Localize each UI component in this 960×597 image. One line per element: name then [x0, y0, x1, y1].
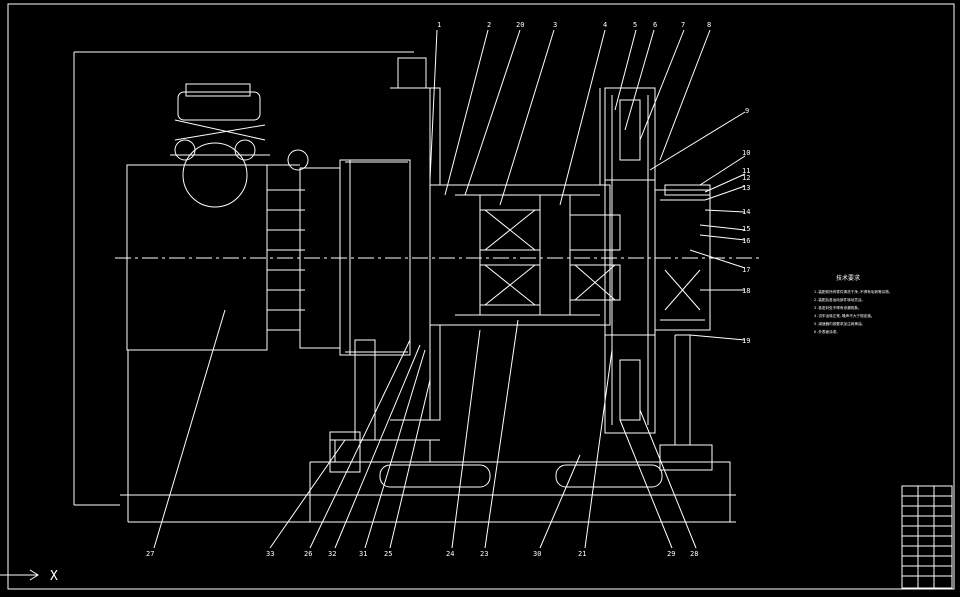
balloon-label: 33 [266, 550, 274, 558]
balloon-label: 23 [480, 550, 488, 558]
leaders-top [429, 29, 711, 206]
housing-main [429, 184, 611, 326]
tech-note-line: 5.减速器内按要求加注润滑油。 [814, 321, 865, 326]
right-support [659, 334, 713, 471]
balloon-label: 30 [533, 550, 541, 558]
balloon-label: 28 [690, 550, 698, 558]
balloon-label: 5 [633, 21, 637, 29]
anchor-bolt [329, 431, 361, 473]
balloon-label: 15 [742, 225, 750, 233]
balloon-label: 24 [446, 550, 454, 558]
balloon-label: 19 [742, 337, 750, 345]
title-block [901, 485, 953, 589]
leaders-bottom [153, 309, 697, 549]
tech-note-line: 6.外表面涂漆。 [814, 329, 840, 334]
balloon-label: 16 [742, 237, 750, 245]
base-slot-right [555, 464, 663, 488]
tech-notes-title: 技术要求 [836, 274, 860, 282]
terminal-gland [182, 142, 248, 208]
balloon-label: 14 [742, 208, 750, 216]
balloon-label: 12 [742, 174, 750, 182]
balloon-label: 29 [667, 550, 675, 558]
balloon-label: 20 [516, 21, 524, 29]
terminal-box [177, 91, 261, 121]
balloon-label: 17 [742, 266, 750, 274]
balloon-label: 2 [487, 21, 491, 29]
top-bolt [397, 57, 427, 89]
right-bearing [654, 189, 711, 331]
base-frame [120, 350, 736, 523]
balloon-label: 6 [653, 21, 657, 29]
leaders-right [649, 111, 746, 341]
balloon-label: 3 [553, 21, 557, 29]
balloon-label: 4 [603, 21, 607, 29]
balloon-label: 32 [328, 550, 336, 558]
tech-note-line: 1.装配前所有零件清洗干净,不得有毛刺等杂物。 [814, 289, 892, 294]
tech-note-line: 3.各密封处不得有渗漏现象。 [814, 305, 861, 310]
tech-note-line: 4.试车运转正常,噪声不大于规定值。 [814, 313, 874, 318]
balloon-label: 8 [707, 21, 711, 29]
balloon-label: 13 [742, 184, 750, 192]
balloon-label: 21 [578, 550, 586, 558]
balloon-label: 9 [745, 107, 749, 115]
balloon-label: 1 [437, 21, 441, 29]
motor-fins [267, 164, 305, 331]
lifting-eye [287, 149, 309, 171]
balloon-label: 10 [742, 149, 750, 157]
balloon-label: 7 [681, 21, 685, 29]
drawing-border [7, 3, 955, 590]
ucs-axis-label: X [50, 569, 58, 584]
balloon-label: 18 [742, 287, 750, 295]
tech-note-line: 2.装配后各运动部件转动灵活。 [814, 297, 865, 302]
dimension-lines [73, 51, 414, 506]
ucs-icon [0, 569, 39, 581]
housing-lower [390, 325, 441, 421]
balloon-label: 31 [359, 550, 367, 558]
balloon-label: 27 [146, 550, 154, 558]
base-slot-left [379, 464, 491, 488]
balloon-label: 25 [384, 550, 392, 558]
terminal-box-lid [185, 83, 251, 97]
housing-inner [455, 194, 600, 316]
balloon-label: 26 [304, 550, 312, 558]
balloon-label: 11 [742, 167, 750, 175]
